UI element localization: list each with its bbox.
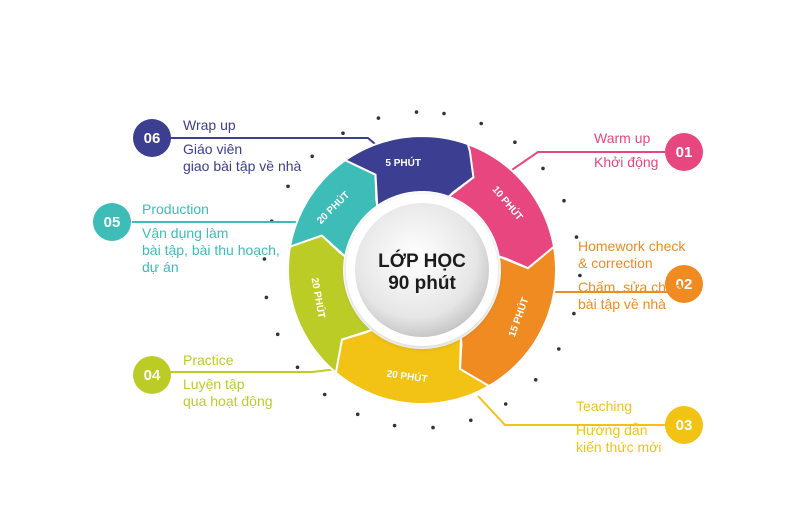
- stage-english-practice: Practice: [183, 352, 234, 368]
- connector-teaching: [477, 395, 672, 426]
- decorative-dot: [503, 402, 508, 406]
- stage-vietnamese-teaching: Hướng dẫn kiến thức mới: [576, 422, 662, 455]
- stage-english-homework: Homework check & correction: [578, 238, 686, 271]
- decorative-dot: [442, 111, 446, 116]
- duration-label-wrapup: 5 PHÚT: [385, 156, 421, 169]
- center-title-line1: LỚP HỌC: [378, 251, 466, 272]
- decorative-dot: [414, 110, 419, 114]
- decorative-dot: [262, 257, 267, 261]
- stage-english-wrapup: Wrap up: [183, 117, 236, 133]
- decorative-dot: [562, 198, 566, 203]
- badge-number-teaching: 03: [676, 417, 693, 434]
- badge-warmup: [665, 133, 703, 171]
- decorative-dot: [578, 273, 582, 278]
- decorative-dot: [574, 235, 579, 239]
- badge-number-practice: 04: [144, 367, 161, 384]
- stage-vietnamese-practice: Luyện tập qua hoạt động: [183, 376, 273, 409]
- decorative-dot: [376, 116, 381, 120]
- badge-teaching: [665, 406, 703, 444]
- center-title: LỚP HỌC 90 phút: [366, 251, 478, 295]
- cycle-segments: [286, 134, 558, 406]
- decorative-dot: [572, 311, 576, 316]
- decorative-dot: [264, 295, 269, 300]
- decorative-dot: [533, 378, 538, 382]
- badge-production: [93, 203, 131, 241]
- badge-homework: [665, 265, 703, 303]
- decorative-dot: [557, 347, 561, 351]
- stage-text-homework: Homework check & correction Chấm, sửa ch…: [578, 238, 685, 313]
- center-disc: [355, 203, 489, 337]
- stage-vietnamese-warmup: Khởi động: [594, 154, 659, 170]
- stage-badges: 01 02 03 04 05 06: [93, 119, 703, 444]
- stage-text-warmup: Warm up Khởi động: [594, 130, 658, 171]
- badge-wrapup: [133, 119, 171, 157]
- badge-number-production: 05: [104, 214, 121, 231]
- stage-text-production: Production Vận dụng làm bài tập, bài thu…: [142, 201, 280, 276]
- decorative-dot: [355, 412, 360, 417]
- decorative-dot: [541, 166, 545, 171]
- badge-number-wrapup: 06: [144, 130, 161, 147]
- decorative-dot: [479, 121, 484, 126]
- stage-english-teaching: Teaching: [576, 398, 633, 414]
- segment-wrapup: [343, 134, 475, 208]
- decorative-dot: [513, 140, 517, 144]
- stage-vietnamese-production: Vận dụng làm bài tập, bài thu hoạch, dự …: [142, 225, 280, 275]
- stage-vietnamese-homework: Chấm, sửa chữa bài tập về nhà: [578, 279, 684, 312]
- stage-text-practice: Practice Luyện tập qua hoạt động: [183, 352, 273, 410]
- decorative-dot: [431, 425, 435, 430]
- badge-number-homework: 02: [676, 276, 693, 293]
- decorative-dot: [310, 154, 315, 159]
- stage-text-wrapup: Wrap up Giáo viên giao bài tập về nhà: [183, 117, 301, 175]
- connector-warmup: [499, 151, 668, 179]
- decorative-dot: [295, 365, 300, 370]
- center-title-line2: 90 phút: [388, 273, 456, 294]
- decorative-dot: [275, 332, 280, 337]
- decorative-dot: [469, 418, 473, 423]
- stage-vietnamese-wrapup: Giáo viên giao bài tập về nhà: [183, 141, 302, 174]
- badge-number-warmup: 01: [676, 144, 693, 161]
- badge-practice: [133, 356, 171, 394]
- decorative-dot: [392, 423, 397, 428]
- decorative-dots: [262, 110, 582, 430]
- decorative-dot: [341, 131, 345, 135]
- stage-english-warmup: Warm up: [594, 130, 651, 146]
- stage-text-teaching: Teaching Hướng dẫn kiến thức mới: [576, 398, 661, 456]
- decorative-dot: [322, 392, 327, 397]
- stage-english-production: Production: [142, 201, 209, 217]
- decorative-dot: [286, 184, 290, 189]
